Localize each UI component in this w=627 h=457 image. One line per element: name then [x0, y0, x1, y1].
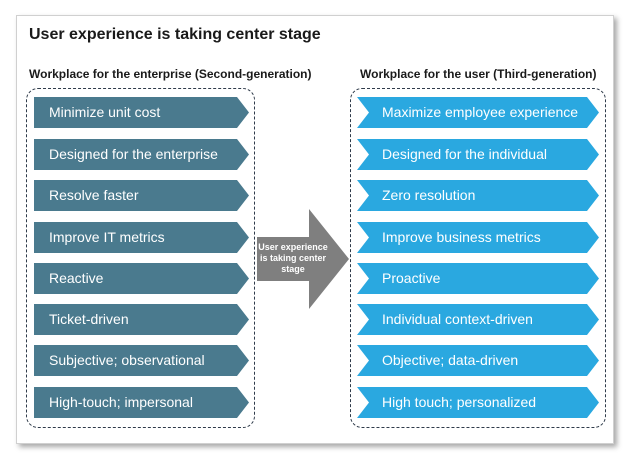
right-column-group — [350, 88, 606, 428]
left-item: High-touch; impersonal — [34, 387, 249, 418]
right-item: Zero resolution — [357, 180, 599, 211]
left-item: Designed for the enterprise — [34, 139, 249, 170]
transition-arrow-icon — [257, 209, 349, 309]
right-item: High touch; personalized — [357, 387, 599, 418]
right-item: Maximize employee experience — [357, 97, 599, 128]
right-item: Improve business metrics — [357, 222, 599, 253]
right-column-heading: Workplace for the user (Third-generation… — [360, 67, 597, 81]
left-item: Improve IT metrics — [34, 222, 249, 253]
left-column-heading: Workplace for the enterprise (Second-gen… — [29, 67, 312, 81]
right-item: Objective; data-driven — [357, 345, 599, 376]
right-item: Designed for the individual — [357, 139, 599, 170]
left-item: Subjective; observational — [34, 345, 249, 376]
arrow-label: User experience is taking center stage — [258, 242, 328, 274]
diagram-card: User experience is taking center stage W… — [16, 15, 614, 444]
left-item: Minimize unit cost — [34, 97, 249, 128]
left-column-group — [26, 88, 255, 428]
diagram-title: User experience is taking center stage — [29, 26, 321, 43]
right-item: Individual context-driven — [357, 304, 599, 335]
left-item: Ticket-driven — [34, 304, 249, 335]
left-item: Resolve faster — [34, 180, 249, 211]
right-item: Proactive — [357, 263, 599, 294]
left-item: Reactive — [34, 263, 249, 294]
